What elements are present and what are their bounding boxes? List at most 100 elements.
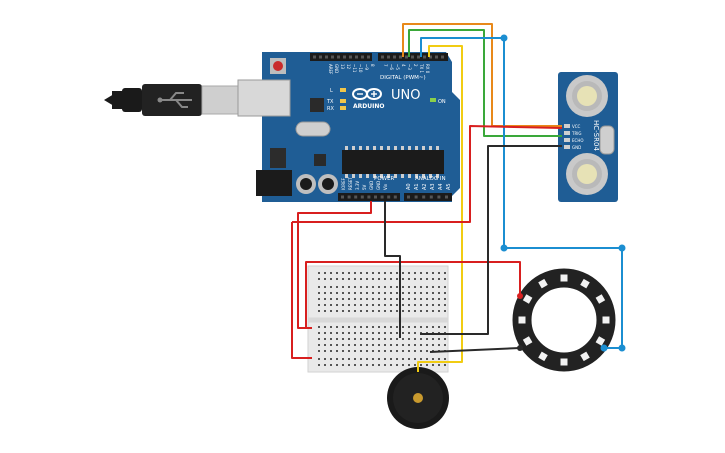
header-hole[interactable] <box>367 55 370 59</box>
breadboard-hole <box>324 332 326 334</box>
header-hole[interactable] <box>381 55 384 59</box>
breadboard-hole <box>324 338 326 340</box>
breadboard-hole <box>372 358 374 360</box>
header-hole[interactable] <box>387 55 390 59</box>
header-hole[interactable] <box>313 55 316 59</box>
breadboard-hole <box>354 298 356 300</box>
breadboard-hole <box>366 304 368 306</box>
breadboard-hole <box>420 326 422 328</box>
wire-red-5v[interactable] <box>297 201 372 329</box>
breadboard-hole <box>438 304 440 306</box>
breadboard-hole <box>354 292 356 294</box>
header-hole[interactable] <box>347 195 351 199</box>
header-hole[interactable] <box>414 195 418 199</box>
breadboard-hole <box>390 292 392 294</box>
breadboard[interactable] <box>307 265 449 373</box>
piezo-buzzer[interactable] <box>387 367 449 429</box>
header-hole[interactable] <box>417 55 420 59</box>
wire-red-rail[interactable] <box>291 222 312 359</box>
wire-red-sensor-vcc[interactable] <box>292 125 563 223</box>
header-hole[interactable] <box>380 195 384 199</box>
breadboard-hole <box>336 344 338 346</box>
header-hole[interactable] <box>393 55 396 59</box>
header-hole[interactable] <box>422 195 426 199</box>
wire-yellow-buzzer[interactable] <box>417 45 463 372</box>
breadboard-hole <box>336 364 338 366</box>
breadboard-hole <box>354 272 356 274</box>
header-hole[interactable] <box>341 195 344 199</box>
header-hole[interactable] <box>361 55 364 59</box>
wire-black-gnd[interactable] <box>384 201 401 338</box>
breadboard-hole <box>348 332 350 334</box>
breadboard-hole <box>342 278 344 280</box>
header-hole[interactable] <box>325 55 328 59</box>
breadboard-hole <box>354 304 356 306</box>
breadboard-hole <box>396 278 398 280</box>
header-hole[interactable] <box>343 55 346 59</box>
pin-11-label: ~11 <box>352 64 357 73</box>
breadboard-hole <box>372 292 374 294</box>
chip-leg <box>436 146 439 150</box>
wire-black-sensor-gnd[interactable] <box>420 145 562 335</box>
breadboard-hole <box>390 326 392 328</box>
header-hole[interactable] <box>354 195 358 199</box>
usb-chip <box>310 98 324 112</box>
breadboard-hole <box>402 358 404 360</box>
wire-black-ring-gnd[interactable] <box>429 347 521 353</box>
header-hole[interactable] <box>429 55 432 59</box>
arduino-board[interactable]: L TX RX ON ARDUINO UNO DIGITAL (PWM~) PO… <box>237 52 460 202</box>
header-hole[interactable] <box>429 195 433 199</box>
breadboard-hole <box>372 272 374 274</box>
header-hole[interactable] <box>337 55 340 59</box>
breadboard-hole <box>420 286 422 288</box>
breadboard-hole <box>378 358 380 360</box>
header-hole[interactable] <box>435 55 438 59</box>
breadboard-hole <box>378 344 380 346</box>
header-hole[interactable] <box>355 55 358 59</box>
breadboard-hole <box>342 304 344 306</box>
breadboard-hole <box>360 332 362 334</box>
rx-label: RX <box>327 106 334 112</box>
header-hole[interactable] <box>399 55 402 59</box>
breadboard-hole <box>360 338 362 340</box>
breadboard-hole <box>354 364 356 366</box>
header-hole[interactable] <box>405 55 408 59</box>
header-hole[interactable] <box>349 55 352 59</box>
breadboard-hole <box>378 278 380 280</box>
header-hole[interactable] <box>387 195 391 199</box>
breadboard-hole <box>444 338 446 340</box>
breadboard-hole <box>342 358 344 360</box>
vin-label: Vin <box>383 183 388 190</box>
breadboard-hole <box>348 364 350 366</box>
breadboard-hole <box>324 310 326 312</box>
breadboard-hole <box>438 278 440 280</box>
header-hole[interactable] <box>411 55 414 59</box>
led-ring[interactable] <box>512 268 616 372</box>
header-hole[interactable] <box>319 55 322 59</box>
header-hole[interactable] <box>360 195 364 199</box>
breadboard-hole <box>444 310 446 312</box>
breadboard-hole <box>366 350 368 352</box>
breadboard-hole <box>342 310 344 312</box>
header-hole[interactable] <box>445 195 448 199</box>
ring-led <box>580 278 590 289</box>
breadboard-hole <box>348 310 350 312</box>
chip-leg <box>352 146 355 150</box>
wire-blue-data[interactable] <box>420 37 623 348</box>
header-hole[interactable] <box>437 195 441 199</box>
header-hole[interactable] <box>393 195 397 199</box>
breadboard-hole <box>396 298 398 300</box>
wire-green-echo[interactable] <box>408 29 562 137</box>
header-hole[interactable] <box>407 195 410 199</box>
header-hole[interactable] <box>374 195 377 199</box>
breadboard-hole <box>330 358 332 360</box>
header-hole[interactable] <box>441 55 444 59</box>
ring-led <box>538 278 548 289</box>
header-hole[interactable] <box>367 195 371 199</box>
ultrasonic-sensor[interactable]: VCC TRIG ECHO GND HC-SR04 <box>558 72 618 202</box>
chip-legs <box>345 146 439 178</box>
header-hole[interactable] <box>423 55 426 59</box>
wire-red-ring[interactable] <box>305 261 521 328</box>
breadboard-hole <box>432 278 434 280</box>
header-hole[interactable] <box>331 55 334 59</box>
